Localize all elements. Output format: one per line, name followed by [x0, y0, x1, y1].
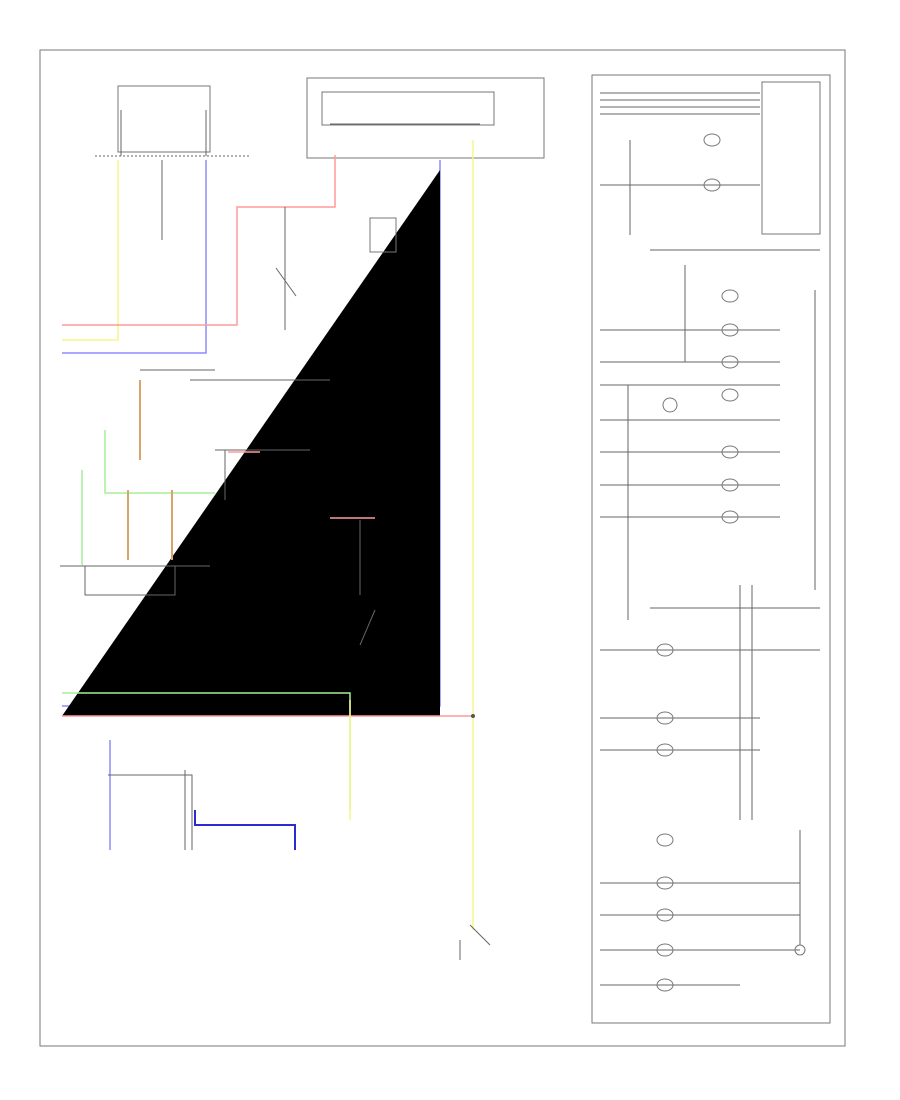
- green-wire-mid: [104, 430, 215, 494]
- dark-blue-wire: [194, 810, 296, 850]
- switch-line-3: [215, 449, 310, 500]
- indicator-lamps: [656, 133, 806, 992]
- diagram-frame: [39, 49, 846, 1047]
- red-wire-left: [62, 155, 336, 326]
- switch-contact: [275, 267, 297, 297]
- switch-bottom: [459, 924, 491, 960]
- module-box: [369, 217, 397, 253]
- bus-junction: [471, 714, 475, 718]
- red-wire-bottom: [62, 170, 440, 716]
- right-panel-wires: [600, 81, 821, 986]
- fuse-block: [95, 85, 250, 157]
- yellow-wire-left: [62, 160, 119, 341]
- cluster-connector: [306, 77, 545, 159]
- switch-line-2: [140, 369, 330, 381]
- connector-row: [60, 565, 210, 596]
- relay-line-2: [359, 609, 376, 646]
- blue-wire-left: [62, 160, 207, 354]
- right-panel-frame: [591, 74, 831, 1024]
- ground-line-2: [108, 770, 193, 850]
